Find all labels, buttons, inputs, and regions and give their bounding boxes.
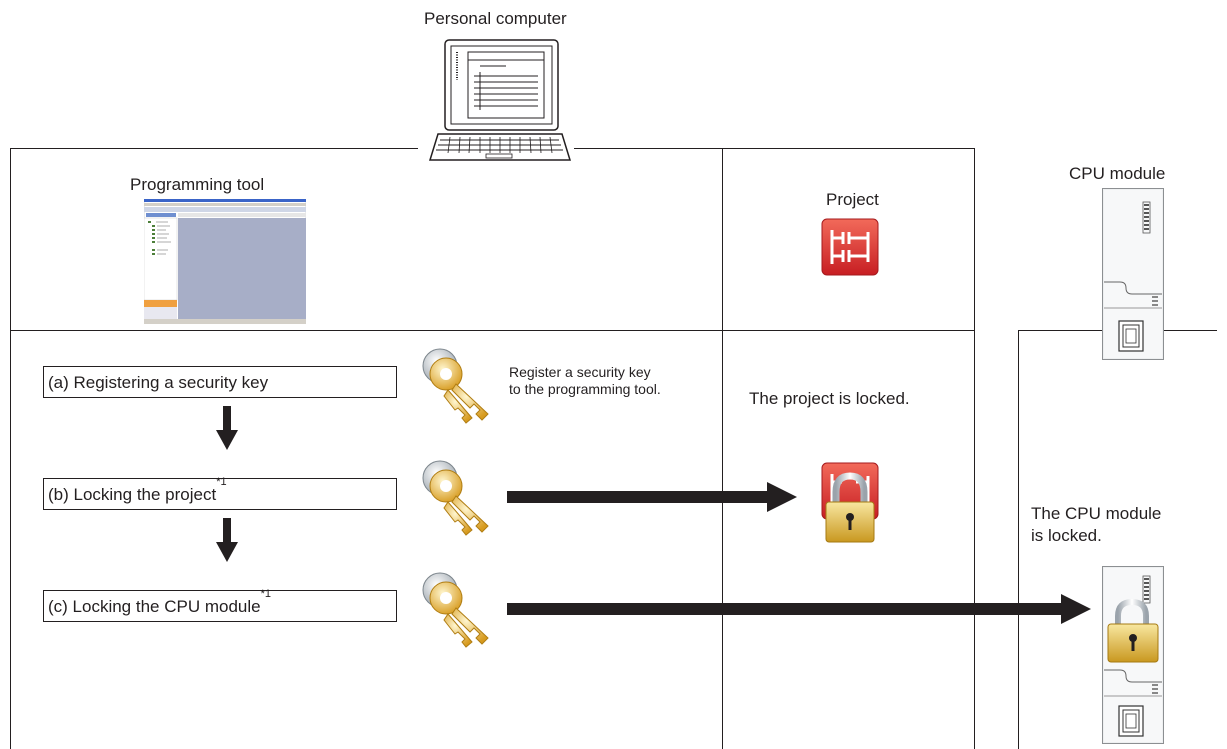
project-label: Project [826,190,879,209]
cpu-locked-line1: The CPU module [1031,504,1162,523]
personal-computer-label: Personal computer [424,9,567,28]
programming-tool-label: Programming tool [130,175,265,194]
step-a-box: (a) Registering a security key [43,366,397,398]
cpu-frame-top-right [1164,330,1217,331]
locked-cpu-module-icon [1102,566,1164,744]
cpu-module-icon [1102,188,1164,360]
key-icon [418,458,498,536]
register-note-line2: to the programming tool. [509,381,661,397]
laptop-icon [426,38,572,164]
programming-tool-screenshot [144,199,306,324]
frame-right [974,148,975,749]
arrow-to-cpu-module [507,594,1091,624]
register-note-line1: Register a security key [509,364,651,380]
step-c-footnote: *1 [260,588,271,600]
cpu-locked-line2: is locked. [1031,526,1102,545]
step-b-box: (b) Locking the project*1 [43,476,397,510]
step-c-text: (c) Locking the CPU module [48,597,261,616]
down-arrow-b-c [216,518,238,562]
ladder-project-icon [821,218,879,276]
step-c-box: (c) Locking the CPU module*1 [43,588,397,622]
step-a-text: (a) Registering a security key [48,373,269,392]
frame-divider-v [722,148,723,749]
cpu-frame-top-left [1018,330,1102,331]
frame-top-right [574,148,974,149]
arrow-to-project [507,482,797,512]
key-icon [418,570,498,648]
cpu-module-label: CPU module [1069,164,1166,183]
frame-top-left [10,148,418,149]
down-arrow-a-b [216,406,238,450]
key-icon [418,346,498,424]
locked-project-icon [810,462,890,544]
frame-left [10,148,11,749]
project-locked-label: The project is locked. [749,389,910,408]
step-b-footnote: *1 [216,476,227,488]
frame-divider-h [10,330,975,331]
step-b-text: (b) Locking the project [48,485,217,504]
cpu-frame-left [1018,330,1019,749]
